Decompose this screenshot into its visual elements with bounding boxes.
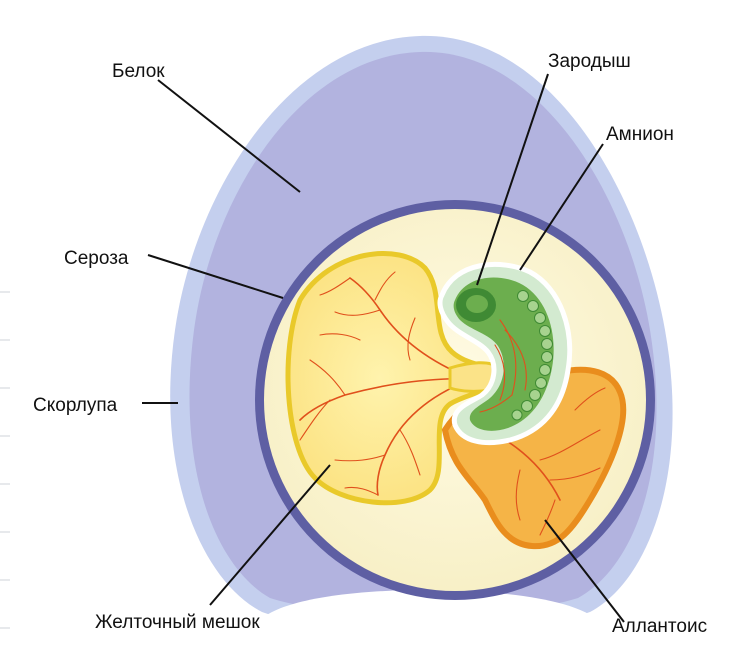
label-embryo: Зародыш — [548, 51, 631, 72]
label-allantois: Аллантоис — [612, 616, 707, 637]
leader-amnion — [519, 143, 604, 271]
amnion-and-embryo — [437, 261, 573, 446]
air-cell — [258, 590, 600, 636]
label-shell: Скорлупа — [33, 395, 118, 416]
edge-ticks — [0, 291, 10, 629]
label-yolk-sac: Желточный мешок — [95, 612, 260, 633]
label-amnion: Амнион — [606, 124, 674, 145]
leader-lines — [142, 73, 625, 623]
yolk-sac — [285, 251, 495, 506]
leader-embryo — [476, 73, 549, 286]
label-albumen: Белок — [112, 61, 165, 82]
leader-serosa — [147, 254, 284, 299]
leader-allantois — [544, 519, 625, 623]
leader-yolk-sac — [209, 464, 331, 606]
label-serosa: Сероза — [64, 248, 129, 269]
leader-albumen — [157, 79, 301, 193]
